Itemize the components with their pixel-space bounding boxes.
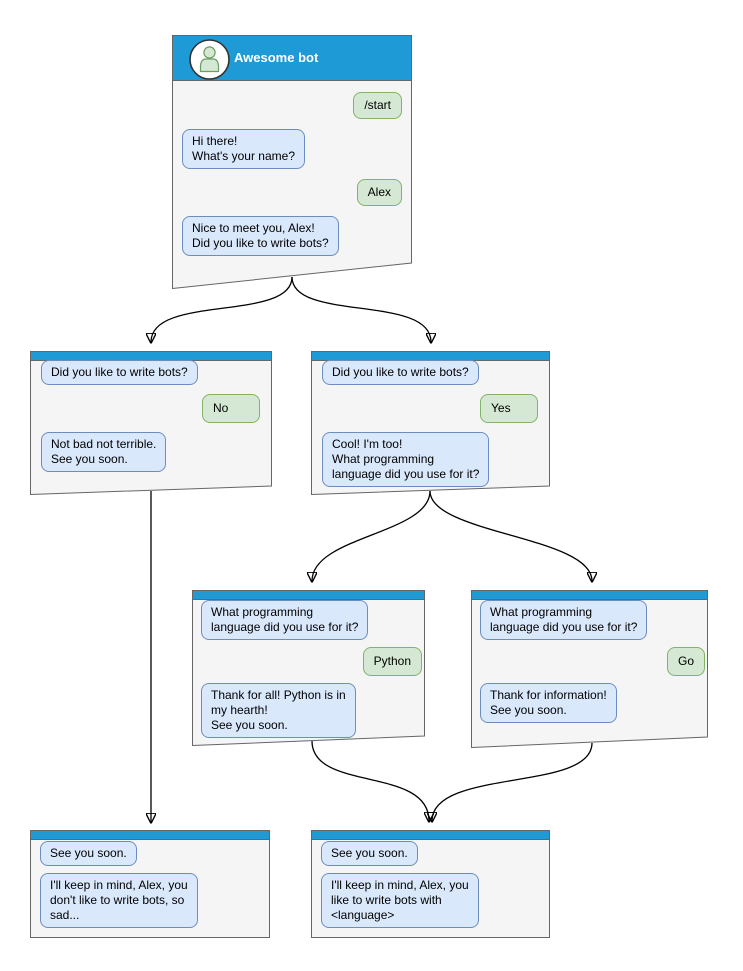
bot-message-bubble: What programming language did you use fo…	[480, 600, 648, 640]
bot-message-bubble: See you soon.	[40, 841, 137, 866]
chat-window-start: Awesome bot /start Hi there! What's your…	[172, 35, 412, 289]
chat-window-python-branch: What programming language did you use fo…	[192, 590, 425, 746]
connector-go-to-end	[432, 742, 593, 821]
bot-message-bubble: Did you like to write bots?	[41, 360, 198, 385]
bot-message-bubble: Thank for all! Python is in my hearth! S…	[201, 683, 356, 738]
bot-message-bubble: See you soon.	[321, 841, 418, 866]
chat-window-end-no: See you soon. I'll keep in mind, Alex, y…	[30, 830, 270, 938]
user-message-bubble: Python	[362, 647, 422, 676]
chat-window-yes-branch: Did you like to write bots? Yes Cool! I'…	[311, 351, 550, 495]
connector-yes-to-python	[312, 490, 431, 581]
bot-message-bubble: Not bad not terrible. See you soon.	[41, 432, 167, 472]
chat-window-no-branch: Did you like to write bots? No Not bad n…	[30, 351, 272, 495]
bot-message-bubble: I'll keep in mind, Alex, you like to wri…	[321, 873, 479, 928]
window-header: Awesome bot	[172, 35, 412, 80]
connector-python-to-end	[311, 740, 429, 821]
bot-message-bubble: Nice to meet you, Alex! Did you like to …	[182, 216, 339, 256]
user-message-bubble: Alex	[356, 179, 402, 206]
bot-avatar-icon	[189, 39, 230, 80]
bot-message-bubble: What programming language did you use fo…	[201, 600, 369, 640]
chat-window-go-branch: What programming language did you use fo…	[471, 590, 708, 748]
bot-message-bubble: Cool! I'm too! What programming language…	[322, 432, 490, 487]
bot-message-bubble: I'll keep in mind, Alex, you don't like …	[40, 873, 198, 928]
user-message-bubble: Go	[666, 647, 705, 676]
chat-window-end-yes: See you soon. I'll keep in mind, Alex, y…	[311, 830, 550, 938]
bot-message-bubble: Thank for information! See you soon.	[480, 683, 617, 723]
user-message-bubble: /start	[353, 92, 402, 119]
user-message-bubble: Yes	[480, 394, 538, 423]
user-message-bubble: No	[202, 394, 260, 423]
connector-yes-to-go	[429, 490, 592, 581]
bot-message-bubble: Hi there! What's your name?	[182, 129, 306, 169]
bot-title: Awesome bot	[234, 50, 319, 65]
bot-message-bubble: Did you like to write bots?	[322, 360, 479, 385]
